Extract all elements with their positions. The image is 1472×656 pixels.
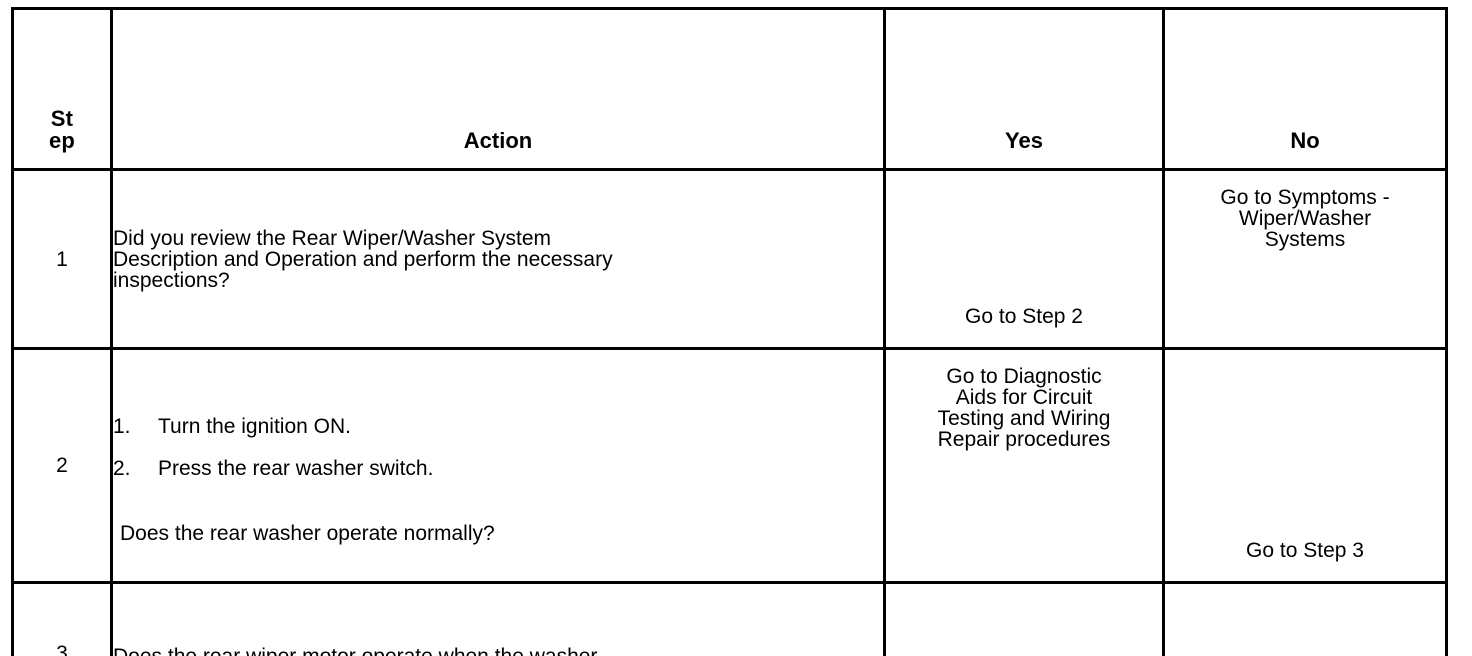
yes-line: Go to Step 2: [965, 305, 1083, 328]
yes-cell: Go to Step 2: [883, 168, 1165, 350]
action-step-list: 1. Turn the ignition ON. 2. Press the re…: [113, 413, 883, 482]
column-header-step: St ep: [11, 7, 113, 171]
yes-line: Aids for Circuit: [955, 386, 1093, 409]
table-row: 3 Does the rear wiper motor operate when…: [11, 581, 1448, 656]
diagnostic-procedure-table: St ep Action Yes No 1 Did you review the…: [11, 7, 1448, 656]
no-line: Go to Symptoms -: [1220, 186, 1390, 209]
no-cell: Go to Symptoms - Wiper/Washer Systems: [1162, 168, 1448, 350]
no-line: Wiper/Washer: [1238, 207, 1372, 230]
list-marker: 1.: [113, 415, 131, 439]
yes-line: Repair procedures: [937, 428, 1111, 451]
step-number: 2: [11, 347, 113, 584]
action-cell: Does the rear wiper motor operate when t…: [110, 581, 886, 656]
action-line: Description and Operation and perform th…: [113, 247, 613, 271]
action-question: Does the rear washer operate normally?: [120, 521, 495, 545]
column-header-action: Action: [110, 7, 886, 171]
step-number: 1: [11, 168, 113, 350]
column-header-yes: Yes: [883, 7, 1165, 171]
table-row: 1 Did you review the Rear Wiper/Washer S…: [11, 168, 1448, 350]
table-row: 2 1. Turn the ignition ON. 2. Press the …: [11, 347, 1448, 584]
list-item-text: Press the rear washer switch.: [158, 456, 434, 480]
action-line: inspections?: [113, 268, 230, 292]
step-number: 3: [11, 581, 113, 656]
no-line: Go to Step 3: [1246, 539, 1364, 562]
spacer: [113, 496, 883, 523]
yes-line: Go to Diagnostic: [946, 365, 1102, 388]
table-header-row: St ep Action Yes No: [11, 7, 1448, 171]
action-line: Did you review the Rear Wiper/Washer Sys…: [113, 226, 552, 250]
action-cell: Did you review the Rear Wiper/Washer Sys…: [110, 168, 886, 350]
yes-line: Testing and Wiring: [937, 407, 1111, 430]
list-item: 2. Press the rear washer switch.: [113, 455, 883, 482]
yes-cell: Go to Diagnostic Aids for Circuit Testin…: [883, 347, 1165, 584]
column-header-step-line2: ep: [48, 128, 76, 153]
action-cell: 1. Turn the ignition ON. 2. Press the re…: [110, 347, 886, 584]
yes-cell: Go to Step 6: [883, 581, 1165, 656]
action-line: Does the rear wiper motor operate when t…: [113, 644, 598, 656]
list-marker: 2.: [113, 456, 131, 480]
column-header-no: No: [1162, 7, 1448, 171]
list-item: 1. Turn the ignition ON.: [113, 413, 883, 440]
no-cell: Go to Step 3: [1162, 347, 1448, 584]
column-header-step-line1: St: [50, 106, 74, 131]
list-item-text: Turn the ignition ON.: [158, 415, 351, 439]
no-cell: Go to Step 4: [1162, 581, 1448, 656]
no-line: Systems: [1264, 228, 1346, 251]
